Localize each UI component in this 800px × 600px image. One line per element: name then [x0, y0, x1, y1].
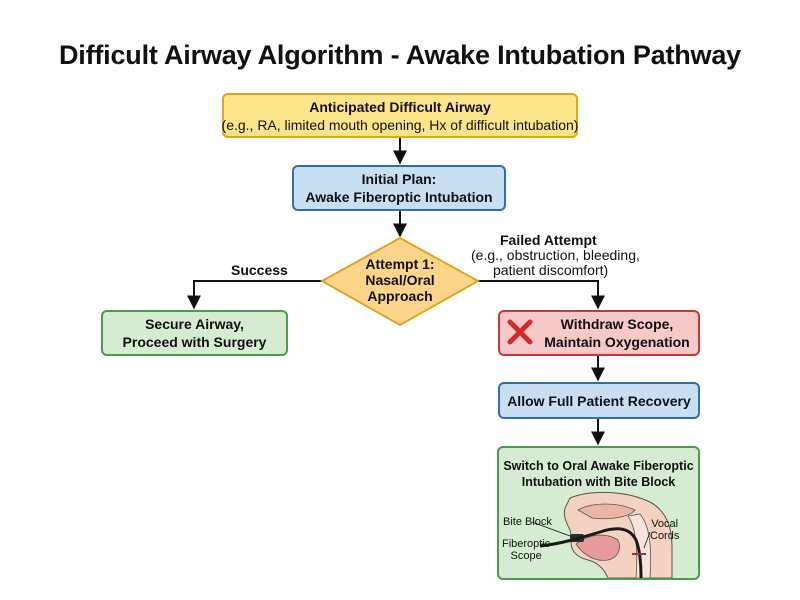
label-vocal-line-1: Vocal — [651, 518, 679, 530]
label-fiberoptic-scope: Fiberoptic Scope — [502, 538, 550, 562]
plan-line-1: Initial Plan: — [361, 171, 437, 187]
secure-line-1: Secure Airway, — [145, 316, 244, 332]
arrow-decision-to-secure — [187, 280, 322, 310]
edge-label-failed-detail-2: patient discomfort) — [493, 262, 609, 278]
label-vocal-line-2: Cords — [650, 530, 680, 542]
diagram-title: Difficult Airway Algorithm - Awake Intub… — [59, 40, 741, 70]
start-line-2: (e.g., RA, limited mouth opening, Hx of … — [221, 116, 579, 133]
recovery-line-1: Allow Full Patient Recovery — [507, 392, 691, 409]
decision-line-1: Attempt 1: — [365, 256, 435, 272]
node-anticipated-difficult-airway: Anticipated Difficult Airway (e.g., RA, … — [222, 93, 578, 138]
decision-diamond — [319, 236, 481, 327]
label-bite-block: Bite Block — [503, 516, 552, 528]
label-vocal-cords: Vocal Cords — [650, 518, 679, 542]
node-allow-recovery: Allow Full Patient Recovery — [498, 382, 700, 419]
decision-line-2: Nasal/Oral — [365, 272, 435, 288]
airway-cross-section-illustration — [531, 491, 673, 578]
decision-line-3: Approach — [367, 288, 433, 304]
start-line-1: Anticipated Difficult Airway — [309, 98, 491, 115]
secure-line-2: Proceed with Surgery — [122, 334, 267, 350]
switch-line-2: Intubation with Bite Block — [521, 475, 676, 489]
edge-label-failed-detail-1: (e.g., obstruction, bleeding, — [471, 247, 640, 263]
arrow-decision-to-withdraw — [478, 280, 605, 310]
node-withdraw-scope: Withdraw Scope, Maintain Oxygenation — [498, 310, 700, 356]
red-x-icon — [507, 319, 533, 345]
plan-line-2: Awake Fiberoptic Intubation — [305, 189, 493, 205]
switch-line-1: Switch to Oral Awake Fiberoptic — [503, 459, 694, 473]
edge-label-success: Success — [231, 262, 288, 278]
node-secure-airway: Secure Airway, Proceed with Surgery — [101, 310, 288, 356]
edge-label-failed-attempt: Failed Attempt — [500, 232, 597, 248]
label-fiberoptic-line-1: Fiberoptic — [502, 538, 551, 550]
withdraw-line-2: Maintain Oxygenation — [544, 334, 690, 350]
label-fiberoptic-line-2: Scope — [510, 550, 542, 562]
withdraw-line-1: Withdraw Scope, — [560, 316, 674, 332]
decision-attempt-1: Attempt 1: Nasal/Oral Approach — [330, 256, 470, 304]
node-initial-plan: Initial Plan: Awake Fiberoptic Intubatio… — [292, 165, 506, 211]
